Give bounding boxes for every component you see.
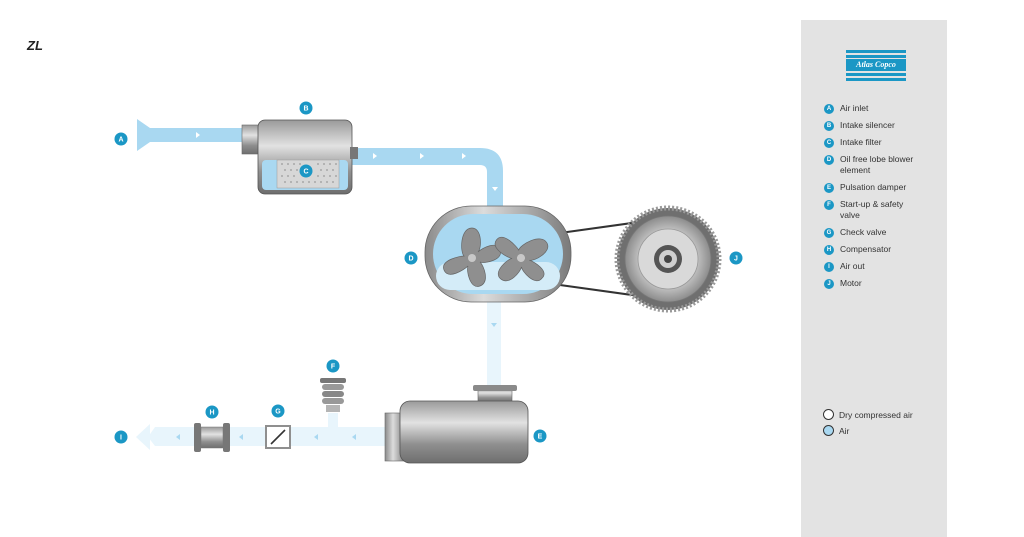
legend-label: Pulsation damper [840, 182, 907, 192]
key-air: Air [823, 425, 913, 436]
legend-label: Intake filter [840, 137, 882, 147]
svg-text:A: A [118, 137, 123, 144]
badge-i: I [114, 430, 128, 444]
legend-badge: C [824, 138, 834, 148]
legend-panel: Atlas Copco A Air inlet B Intake silencer … [801, 20, 947, 537]
flow-key: Dry compressed air Air [823, 409, 913, 441]
logo-wordmark: Atlas Copco [846, 59, 906, 71]
compensator [194, 423, 230, 452]
svg-text:C: C [303, 169, 308, 176]
legend-item-motor: J Motor [824, 278, 950, 289]
key-dry-compressed-air: Dry compressed air [823, 409, 913, 420]
legend-badge: F [824, 200, 834, 210]
lobe-blower-element [424, 205, 572, 303]
legend-label: Oil free lobe blower element [840, 154, 914, 175]
legend-item-blower-element: D Oil free lobe blower element [824, 154, 930, 176]
badge-c: C [299, 164, 313, 178]
air-swatch [823, 425, 834, 436]
lobe-rotor-right [494, 236, 549, 282]
legend-label: Air inlet [840, 103, 869, 113]
badge-h: H [205, 405, 219, 419]
badge-j: J [729, 251, 743, 265]
legend-item-air-out: I Air out [824, 261, 950, 272]
key-label: Air [839, 425, 850, 436]
badge-f: F [326, 359, 340, 373]
legend-badge: H [824, 245, 834, 255]
legend-badge: J [824, 279, 834, 289]
badge-g: G [271, 404, 285, 418]
svg-text:I: I [120, 435, 122, 442]
svg-text:G: G [275, 409, 281, 416]
logo-stripe [846, 50, 906, 53]
legend-item-intake-silencer: B Intake silencer [824, 120, 950, 131]
badge-d: D [404, 251, 418, 265]
badge-a: A [114, 132, 128, 146]
logo-stripe [846, 78, 906, 81]
component-legend: A Air inlet B Intake silencer C Intake filt… [824, 103, 950, 295]
intake-silencer [241, 119, 358, 195]
badge-e: E [533, 429, 547, 443]
legend-badge: B [824, 121, 834, 131]
inlet-duct [137, 119, 250, 151]
legend-label: Check valve [840, 227, 887, 237]
legend-label: Intake silencer [840, 120, 895, 130]
dry-air-swatch [823, 409, 834, 420]
legend-label: Motor [840, 278, 862, 288]
legend-label: Start-up & safety valve [840, 199, 904, 220]
logo-stripe [846, 73, 906, 76]
pulsation-damper [384, 385, 529, 464]
key-label: Dry compressed air [839, 409, 913, 420]
legend-label: Compensator [840, 244, 892, 254]
legend-item-intake-filter: C Intake filter [824, 137, 950, 148]
svg-text:B: B [303, 106, 308, 113]
legend-item-pulsation-damper: E Pulsation damper [824, 182, 950, 193]
outlet-duct [487, 295, 501, 387]
legend-label: Air out [840, 261, 865, 271]
svg-text:J: J [734, 256, 738, 263]
legend-badge: I [824, 262, 834, 272]
page-title: ZL [27, 38, 43, 53]
legend-item-compensator: H Compensator [824, 244, 950, 255]
legend-badge: E [824, 183, 834, 193]
legend-badge: D [824, 155, 834, 165]
svg-text:F: F [331, 364, 336, 371]
safety-valve [320, 378, 346, 427]
motor [614, 205, 722, 313]
badge-b: B [299, 101, 313, 115]
legend-item-air-inlet: A Air inlet [824, 103, 950, 114]
legend-item-safety-valve: F Start-up & safety valve [824, 199, 910, 221]
atlas-copco-logo: Atlas Copco [846, 50, 906, 81]
logo-stripe [846, 55, 906, 58]
legend-badge: A [824, 104, 834, 114]
flow-diagram: A B C D E F G H I J [114, 101, 743, 464]
svg-text:E: E [538, 434, 543, 441]
legend-item-check-valve: G Check valve [824, 227, 950, 238]
legend-badge: G [824, 228, 834, 238]
check-valve [265, 425, 291, 449]
svg-text:H: H [209, 410, 214, 417]
lobe-rotor-left [443, 227, 501, 287]
svg-text:D: D [408, 256, 413, 263]
